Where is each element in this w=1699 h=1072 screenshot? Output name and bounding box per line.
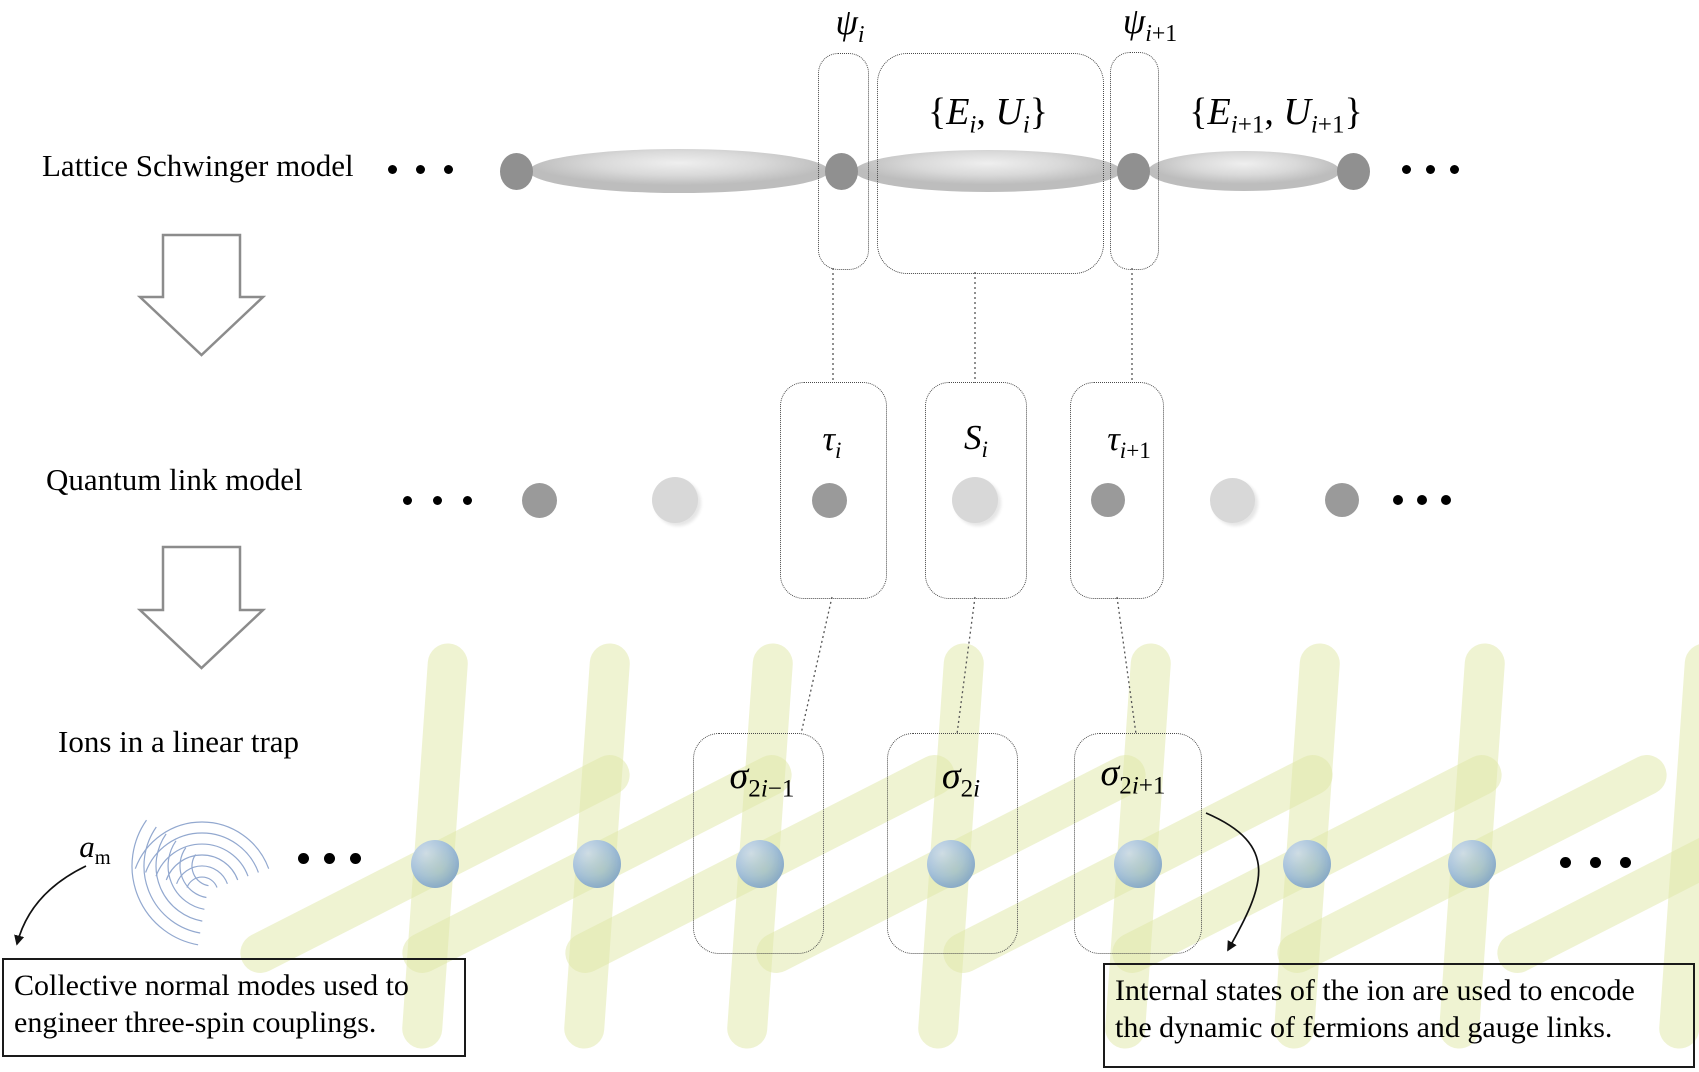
right-annotation-line1: Internal states of the ion are used to e… — [1115, 974, 1635, 1007]
normal-mode-wave-arc — [186, 876, 218, 888]
ion-sphere — [573, 840, 621, 888]
psi-i-site-box — [818, 53, 869, 270]
qlm-link-spin-dot — [1209, 477, 1255, 523]
sigma-2i-box — [887, 733, 1018, 954]
ion-sphere — [736, 840, 784, 888]
qlm-fermion-dot — [521, 482, 557, 518]
fermion-site-dot — [499, 152, 533, 190]
ellipsis-dot — [432, 495, 442, 505]
qlm-link-spin-dot — [952, 477, 998, 523]
mapping-connector-line — [956, 596, 976, 735]
ion-sphere — [1448, 840, 1496, 888]
ellipsis-dot — [402, 495, 412, 505]
psi-i1-label: ψi+1 — [1122, 1, 1178, 48]
ellipsis-dot — [1619, 856, 1631, 868]
sigma-2i-1-box — [693, 733, 824, 954]
ion-sphere — [1283, 840, 1331, 888]
normal-mode-wave-arc — [143, 826, 201, 934]
gauge-flux-link — [1148, 151, 1340, 191]
mapping-connector-line — [800, 596, 833, 735]
qlm-fermion-dot — [1091, 483, 1125, 517]
left-annotation-box: Collective normal modes used to engineer… — [2, 958, 466, 1057]
eu-i-label: {Ei, Ui} — [927, 91, 1049, 139]
gauge-flux-link — [529, 149, 829, 193]
row1-caption: Lattice Schwinger model — [42, 148, 354, 183]
normal-mode-wave-arc — [155, 843, 249, 877]
row2-caption: Quantum link model — [46, 462, 303, 497]
gauge-flux-link — [855, 150, 1121, 192]
down-block-arrow — [136, 233, 267, 357]
gauge-link-box — [877, 53, 1104, 274]
tau-i-box — [780, 382, 887, 599]
eu-i1-label: {Ei+1, Ui+1} — [1189, 91, 1363, 139]
normal-mode-wave-arc — [165, 854, 239, 881]
qlm-fermion-dot — [811, 482, 847, 518]
down-block-arrow — [136, 545, 267, 670]
ellipsis-dot — [1441, 495, 1451, 505]
ellipsis-dot — [349, 852, 361, 864]
sigma-2i1-label: σ2i+1 — [1100, 752, 1166, 800]
normal-mode-wave-arc — [179, 847, 207, 899]
normal-mode-wave-arc — [167, 840, 205, 910]
callout-arrow — [1205, 812, 1260, 952]
ellipsis-dot — [462, 495, 472, 505]
normal-mode-label: am — [79, 829, 111, 870]
sigma-2i-1-label: σ2i−1 — [729, 755, 795, 803]
fermion-site-dot — [1116, 152, 1150, 190]
fermion-site-dot — [1336, 152, 1370, 190]
ellipsis-dot — [1449, 164, 1459, 174]
ellipsis-dot — [297, 852, 309, 864]
ellipsis-dot — [1401, 164, 1411, 174]
ion-sphere — [411, 840, 459, 888]
s-i-box — [925, 382, 1027, 599]
normal-mode-wave-arc — [155, 833, 203, 922]
normal-mode-wave-arc — [134, 821, 270, 869]
qlm-link-spin-dot — [652, 477, 698, 523]
ellipsis-dot — [1559, 856, 1571, 868]
tau-i1-box — [1070, 382, 1164, 599]
mapping-connector-line — [1116, 596, 1137, 735]
tau-i1-label: τi+1 — [1107, 419, 1151, 463]
ellipsis-dot — [1425, 164, 1435, 174]
normal-mode-wave-arc — [191, 854, 209, 887]
ellipsis-dot — [1589, 856, 1601, 868]
ellipsis-dot — [387, 164, 397, 174]
tau-i-label: τi — [822, 419, 842, 463]
fermion-site-dot — [824, 152, 858, 190]
ion-sphere — [927, 840, 975, 888]
ellipsis-dot — [415, 164, 425, 174]
psi-i1-site-box — [1110, 52, 1159, 270]
ellipsis-dot — [1417, 495, 1427, 505]
left-annotation-line1: Collective normal modes used to — [14, 969, 409, 1002]
ellipsis-dot — [1393, 495, 1403, 505]
normal-mode-wave-arc — [176, 865, 228, 885]
normal-mode-wave-arc — [131, 819, 199, 946]
ellipsis-dot — [323, 852, 335, 864]
right-annotation-line2: the dynamic of fermions and gauge links. — [1115, 1011, 1613, 1044]
callout-arrow — [14, 865, 87, 946]
s-i-label: Si — [964, 418, 988, 462]
right-annotation-box: Internal states of the ion are used to e… — [1103, 963, 1695, 1068]
ellipsis-dot — [443, 164, 453, 174]
normal-mode-wave-arc — [145, 832, 259, 873]
sigma-2i-label: σ2i — [941, 755, 981, 803]
qlm-fermion-dot — [1325, 483, 1359, 517]
row3-caption: Ions in a linear trap — [58, 724, 300, 759]
ion-sphere — [1114, 840, 1162, 888]
left-annotation-line2: engineer three-spin couplings. — [14, 1006, 377, 1039]
psi-i-label: ψi — [835, 2, 865, 49]
sigma-2i1-box — [1074, 733, 1202, 954]
